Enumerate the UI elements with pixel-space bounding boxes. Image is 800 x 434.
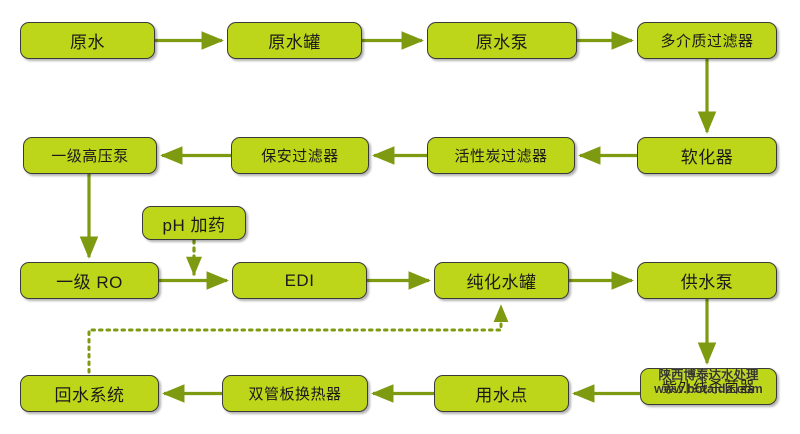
node-primary-ro[interactable]: 一级 RO xyxy=(20,262,159,299)
node-purified-water-tank[interactable]: 纯化水罐 xyxy=(434,262,569,299)
node-activated-carbon-filter[interactable]: 活性炭过滤器 xyxy=(427,137,575,174)
node-label: 保安过滤器 xyxy=(261,148,339,165)
node-label: 原水泵 xyxy=(475,33,529,52)
node-label: 一级高压泵 xyxy=(51,148,129,165)
node-label: pH 加药 xyxy=(162,215,226,235)
node-edi[interactable]: EDI xyxy=(232,262,367,299)
node-label: 双管板换热器 xyxy=(248,386,342,403)
node-label: EDI xyxy=(284,270,315,290)
node-softener[interactable]: 软化器 xyxy=(637,137,777,174)
node-multimedia-filter[interactable]: 多介质过滤器 xyxy=(637,22,777,59)
node-return-water-system[interactable]: 回水系统 xyxy=(20,375,159,412)
node-heat-exchanger[interactable]: 双管板换热器 xyxy=(222,375,368,412)
node-label: 多介质过滤器 xyxy=(660,33,754,50)
node-supply-pump[interactable]: 供水泵 xyxy=(637,262,777,299)
edge-return-to-purified-tank xyxy=(87,304,509,374)
node-security-filter[interactable]: 保安过滤器 xyxy=(231,137,369,174)
node-label: 回水系统 xyxy=(54,386,125,405)
node-label: 原水罐 xyxy=(268,33,321,52)
node-water-use-point[interactable]: 用水点 xyxy=(434,375,569,412)
node-primary-high-pressure-pump[interactable]: 一级高压泵 xyxy=(23,137,157,174)
node-raw-water-pump[interactable]: 原水泵 xyxy=(427,22,577,59)
node-label: 纯化水罐 xyxy=(466,273,537,292)
node-label: 活性炭过滤器 xyxy=(454,148,548,165)
node-label: 紫外线杀菌器 xyxy=(661,379,755,396)
node-uv-sterilizer[interactable]: 紫外线杀菌器 xyxy=(640,368,777,405)
node-raw-water[interactable]: 原水 xyxy=(20,22,155,59)
node-label: 原水 xyxy=(70,33,105,52)
node-label: 供水泵 xyxy=(680,273,734,292)
node-label: 一级 RO xyxy=(56,273,123,292)
node-raw-water-tank[interactable]: 原水罐 xyxy=(227,22,362,59)
node-label: 软化器 xyxy=(680,148,734,167)
node-label: 用水点 xyxy=(475,386,528,405)
node-ph-dosing[interactable]: pH 加药 xyxy=(142,206,246,240)
